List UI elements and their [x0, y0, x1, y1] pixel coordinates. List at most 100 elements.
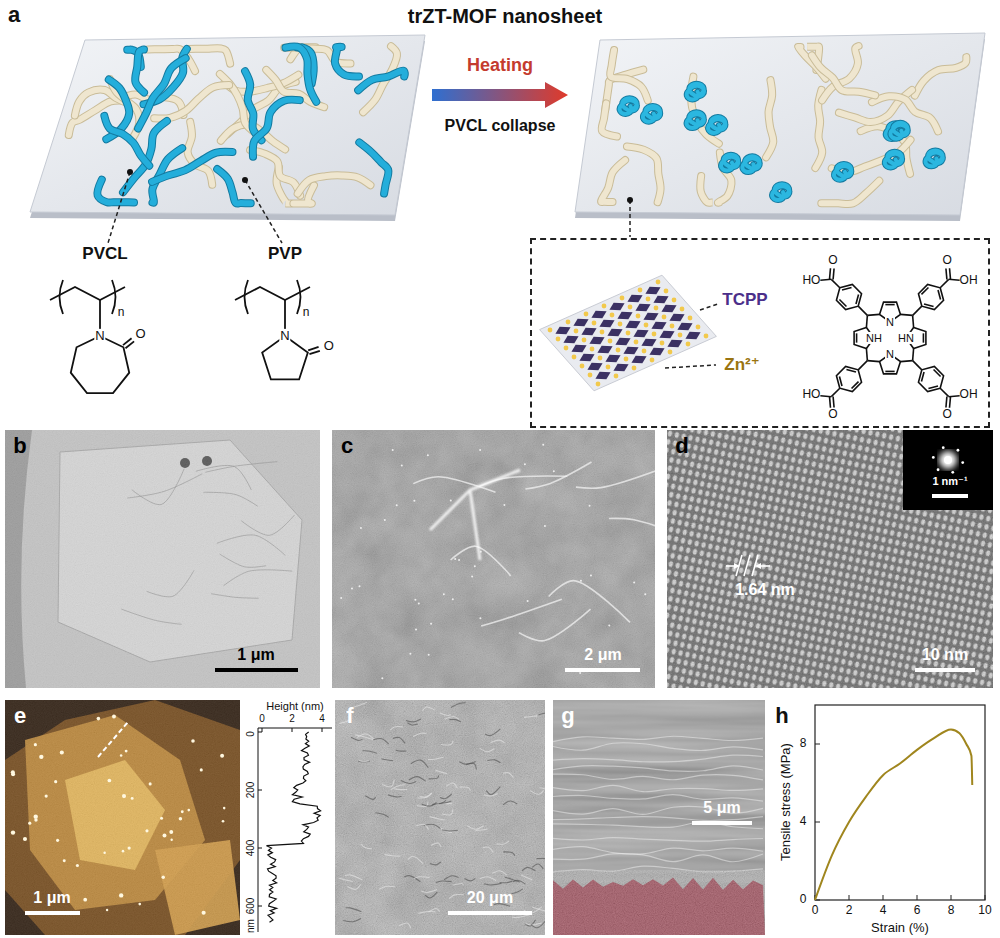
drawing-part [503, 504, 505, 506]
drawing-part [382, 779, 394, 786]
drawing-part [34, 743, 37, 746]
drawing-part [580, 580, 582, 582]
polymer-name: PVCL [82, 245, 127, 264]
drawing-part [553, 470, 555, 472]
drawing-part [566, 320, 571, 325]
drawing-part [340, 597, 342, 599]
drawing-part [408, 856, 423, 863]
drawing-part [696, 325, 701, 330]
drawing-part [60, 750, 64, 754]
collapsed-coil [620, 98, 637, 114]
drawing-part [642, 349, 647, 354]
stress-strain-curve [815, 729, 972, 900]
drawing-part [660, 341, 665, 346]
drawing-part [365, 796, 375, 800]
atom-label: HO [802, 274, 820, 287]
drawing-part [638, 288, 643, 293]
scale-label: 1 μm [237, 646, 274, 664]
drawing-part [421, 890, 437, 893]
drawing-part [480, 748, 495, 752]
drawing-part [525, 923, 541, 925]
drawing-part [918, 366, 943, 391]
drawing-part [441, 741, 453, 745]
drawing-part [667, 430, 993, 688]
polymer-chain [97, 180, 134, 203]
drawing-part [667, 430, 993, 688]
collapsed-coil [687, 112, 704, 128]
stress-strain-chart [815, 705, 985, 900]
drawing-part [553, 785, 763, 791]
drawing-part [564, 346, 569, 351]
drawing-part [553, 743, 763, 751]
drawing-part [623, 347, 638, 355]
drawing-part [866, 348, 869, 360]
sem-image: f20 μm [335, 700, 545, 935]
drawing-part [592, 321, 597, 326]
drawing-part [553, 854, 763, 862]
axis-title: Tensile stress (MPa) [779, 743, 793, 861]
drawing-part [358, 760, 370, 762]
drawing-part [223, 807, 226, 810]
drawing-part [381, 677, 383, 679]
drawing-part [945, 397, 948, 408]
leader-dot [127, 169, 633, 203]
drawing-part [867, 360, 879, 363]
drawing-part [912, 315, 915, 327]
drawing-part [428, 654, 430, 656]
drawing-part [923, 333, 925, 342]
drawing-part [399, 923, 411, 928]
drawing-part [430, 470, 520, 560]
heating-arrow [432, 82, 568, 108]
drawing-part [125, 750, 128, 753]
drawing-part [596, 382, 601, 387]
tem-micrograph [5, 430, 320, 688]
tick-label: 4 [800, 815, 807, 828]
panel-letter: e [14, 704, 26, 728]
polymer-chain [602, 103, 617, 136]
drawing-part [599, 320, 614, 328]
drawing-part [169, 830, 173, 834]
drawing-part [652, 332, 657, 337]
drawing-part [815, 822, 820, 823]
drawing-part [524, 463, 526, 465]
drawing-part [449, 894, 464, 898]
drawing-part [357, 734, 374, 739]
drawing-part [430, 623, 432, 625]
drawing-part [602, 304, 607, 309]
drawing-part [913, 306, 922, 315]
scale-bar [25, 911, 80, 915]
drawing-part [145, 829, 148, 832]
drawing-part [481, 599, 562, 626]
collapsed-coil [721, 155, 738, 171]
drawing-part [332, 430, 655, 688]
drawing-part [436, 881, 452, 882]
drawing-part [643, 313, 658, 321]
drawing-part [362, 751, 377, 753]
polymer-chain [821, 181, 879, 204]
drawing-part [484, 883, 501, 885]
drawing-part [418, 603, 420, 605]
drawing-part [653, 296, 668, 304]
nanosheet-illustration [30, 35, 425, 221]
drawing-part [414, 877, 430, 879]
drawing-part [590, 574, 592, 576]
drawing-part [500, 881, 513, 883]
drawing-part [627, 295, 642, 303]
drawing-part [544, 525, 546, 527]
drawing-part [913, 361, 922, 370]
drawing-part [429, 908, 440, 912]
atom-label: O [942, 408, 951, 421]
drawing-part [39, 755, 43, 759]
drawing-part [575, 33, 985, 215]
drawing-part [381, 759, 393, 761]
drawing-part [951, 471, 954, 474]
drawing-part [530, 790, 544, 794]
drawing-part [267, 732, 321, 922]
drawing-part [553, 822, 763, 829]
polymer-chain [915, 57, 967, 96]
spacing-marker [734, 563, 740, 569]
drawing-part [524, 716, 537, 718]
sem-cross-section: g5 μm [553, 700, 765, 935]
